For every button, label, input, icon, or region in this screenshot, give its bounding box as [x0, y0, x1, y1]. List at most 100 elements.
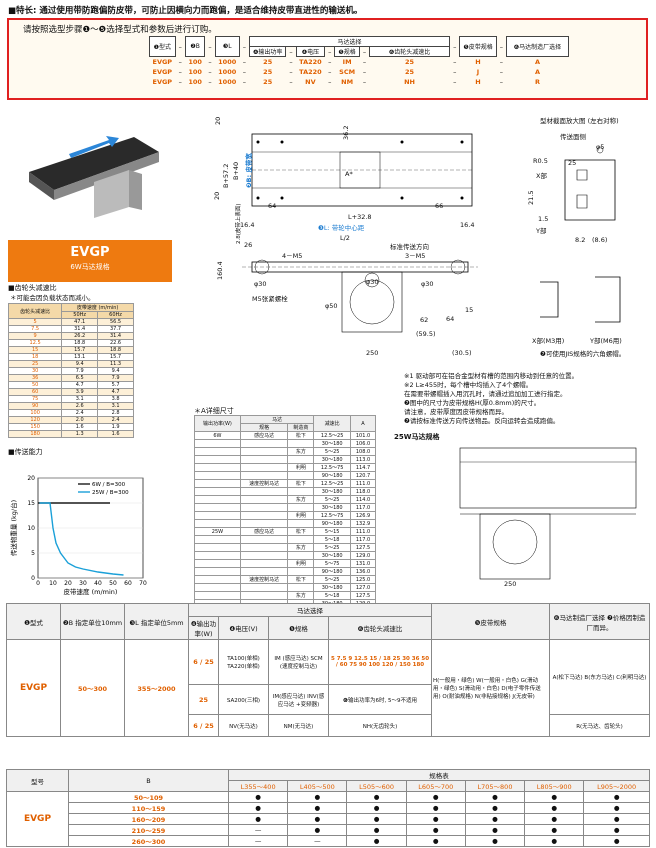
bt-col-header: L805～900 [524, 780, 585, 792]
sel-h-l: ❸L [214, 36, 240, 57]
gear-cell: 56.5 [97, 318, 134, 326]
gear-title: ■齿轮头减速比 [8, 284, 57, 292]
a-cell [287, 455, 315, 464]
sel-cell: 1000 [218, 67, 237, 76]
spec-v1: TA100(单相) TA220(单相) [218, 639, 269, 685]
w25-title: 25W马达规格 [394, 433, 440, 441]
capacity-title: ■传送能力 [8, 448, 43, 456]
bt-cell: ● [583, 824, 650, 836]
bt-cell: ● [464, 813, 526, 825]
gear-cell: 2.4 [97, 416, 134, 424]
a-cell: 5～25 [313, 447, 352, 456]
bt-b: 50～109 [68, 791, 229, 803]
bt-cell: ● [405, 813, 466, 825]
a-cell [287, 551, 315, 560]
sel-cell: EVGP [152, 77, 173, 86]
sel-cell: R [534, 77, 540, 86]
a-cell: 12.5～25 [313, 479, 352, 488]
x-tick-label: 10 [49, 580, 57, 587]
bt-col-header: L405～500 [287, 780, 348, 792]
a-cell: 101.0 [350, 431, 376, 440]
dim-26: 26 [244, 241, 253, 249]
bt-cell: ● [346, 824, 407, 836]
sel-cell: 25 [405, 57, 415, 66]
dim-4m5: 4－M5 [282, 252, 303, 260]
a-cell [239, 519, 289, 528]
dim-b40: B+40 [232, 161, 240, 180]
a-cell: 90～180 [313, 471, 352, 480]
bt-cell: ● [227, 802, 289, 814]
bt-cell: — [287, 835, 348, 847]
dim-64: 64 [268, 202, 277, 210]
spec-h-spec: ❺规格 [268, 616, 329, 640]
a-cell: 30～180 [313, 455, 352, 464]
sel-cell: IM [342, 57, 352, 66]
gear-cell: 25 [7, 360, 63, 368]
y-tick-label: 0 [31, 575, 35, 582]
bt-cell: ● [346, 813, 407, 825]
dim-66: 66 [435, 202, 444, 210]
bt-cell: ● [524, 835, 585, 847]
y-tick-label: 15 [27, 500, 35, 507]
dim-h20b: 20 [213, 191, 221, 200]
legend-entry: 25W / B=300 [92, 490, 129, 496]
gear-cell: 180 [7, 430, 63, 438]
sel-cell: – [328, 67, 332, 76]
y-tick-label: 10 [27, 525, 35, 532]
gear-cell: 2.6 [61, 402, 99, 410]
dim-64b: 64 [446, 315, 455, 323]
a-cell: 12.5～75 [313, 463, 352, 472]
profile-section-drawing [564, 146, 616, 221]
spec-h-belt: ❺皮带规格 [431, 603, 550, 640]
spec-mfr2: R(无马达、齿轮头) [549, 714, 650, 737]
a-cell: 5～75 [313, 559, 352, 568]
bt-cell: ● [583, 813, 650, 825]
a-cell: 东方 [287, 447, 315, 456]
a-cell [287, 439, 315, 448]
spec-s2: IM(感应马达) INV(感应马达 +变频器) [268, 684, 329, 715]
a-cell [287, 567, 315, 576]
a-cell: 90～180 [313, 519, 352, 528]
sel-cell: EVGP [152, 57, 173, 66]
a-cell [194, 567, 241, 576]
spec-h-type: ❶型式 [6, 603, 61, 640]
a-cell: 120.7 [350, 471, 376, 480]
bt-cell: ● [287, 813, 348, 825]
a-cell: 5～18 [313, 591, 352, 600]
dim-l328: L+32.8 [348, 213, 372, 221]
gear-cell: 7.9 [97, 374, 134, 382]
gear-cell: 18 [7, 353, 63, 361]
gear-cell: 75 [7, 395, 63, 403]
label-215: 21.5 [527, 190, 535, 205]
bt-col-header: L505～600 [346, 780, 407, 792]
direction-arrow-icon [69, 136, 119, 158]
a-cell: 利明 [287, 463, 315, 472]
gear-cell: 2.8 [97, 409, 134, 417]
product-banner: EVGP 6W马达规格 [8, 240, 172, 282]
a-cell [194, 463, 241, 472]
x-tick-label: 30 [79, 580, 87, 587]
sel-cell: NV [305, 77, 316, 86]
a-cell [194, 455, 241, 464]
a-cell [239, 583, 289, 592]
bt-cell: ● [405, 791, 466, 803]
a-cell: 136.0 [350, 567, 376, 576]
sel-h-b: ❷B [184, 36, 206, 57]
bt-cell: ● [583, 802, 650, 814]
a-cell: 12.5～75 [313, 511, 352, 520]
spec-l: 355～2000 [124, 639, 189, 737]
spec-belt: H(一般用・绿色) W(一般用・白色) G(滑动用・绿色) S(滑动用・白色) … [431, 639, 550, 737]
bt-b: 260～300 [68, 835, 229, 847]
gear-cell: 30 [7, 367, 63, 375]
a-cell: 127.5 [350, 543, 376, 552]
a-cell: 90～180 [313, 567, 352, 576]
label-82: 8.2 [575, 236, 586, 244]
x-tick-label: 50 [109, 580, 117, 587]
gear-cell: 15.7 [61, 346, 99, 354]
dim-l2: L/2 [340, 234, 350, 242]
sel-h-spec: ❺规格 [334, 46, 360, 57]
a-cell: 6W [194, 431, 241, 440]
y-detail-drawing [595, 276, 621, 323]
a-h-power: 输出功率(W) [194, 415, 241, 432]
a-cell [287, 471, 315, 480]
